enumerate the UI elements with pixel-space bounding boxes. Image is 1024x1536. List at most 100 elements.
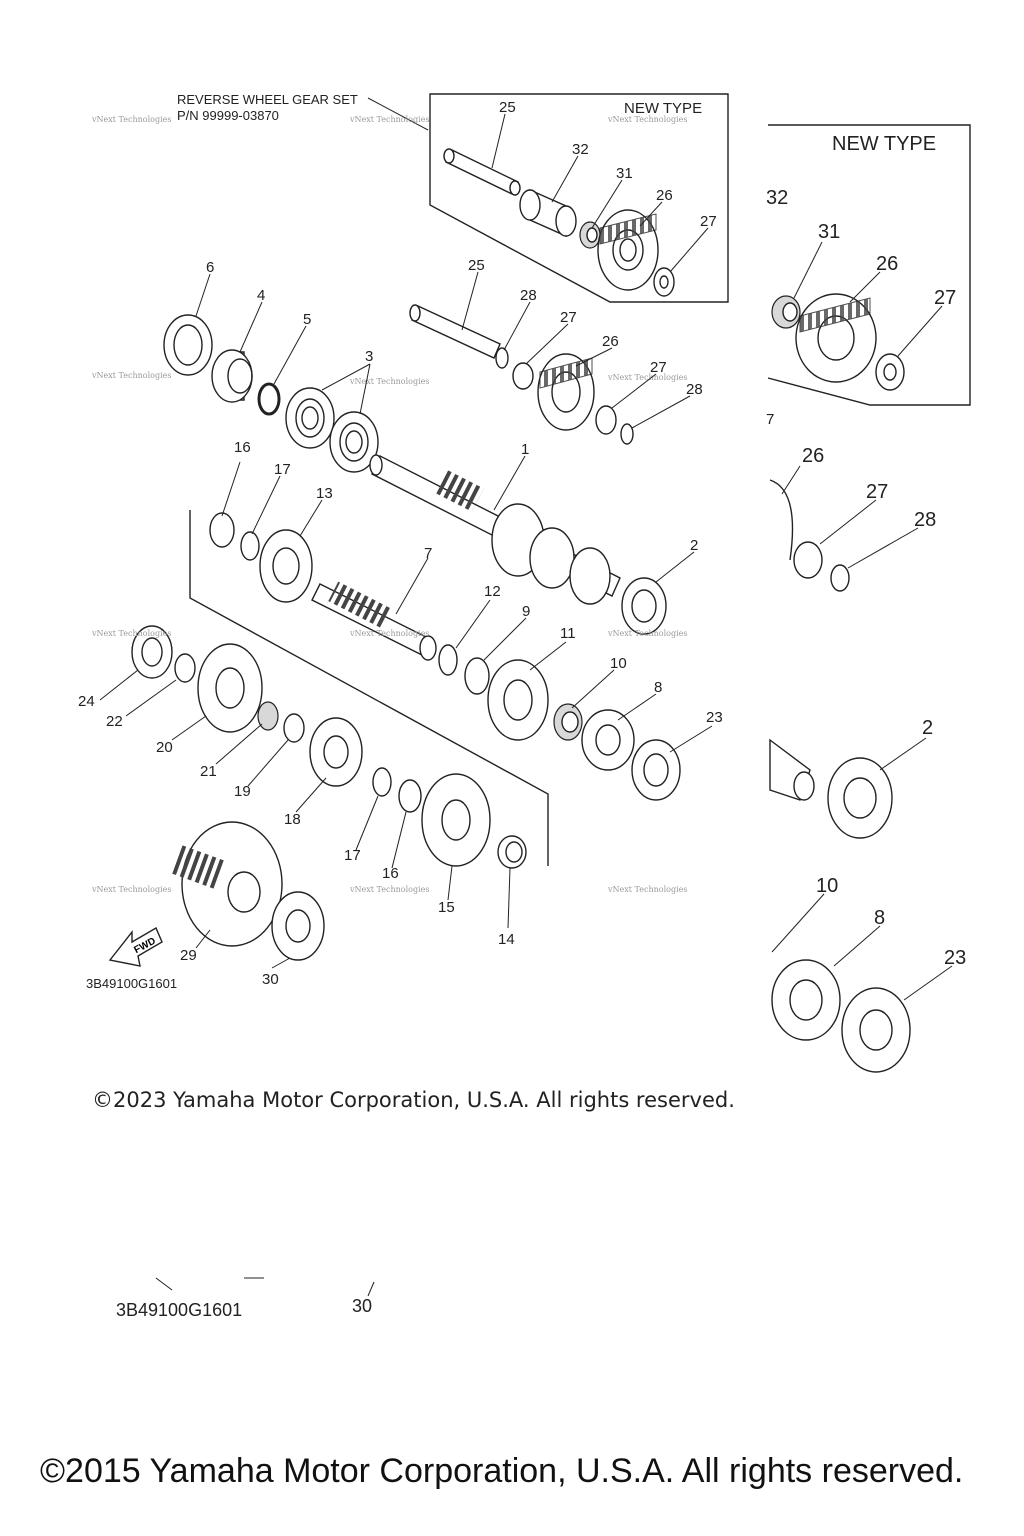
callout-27b: 27 <box>560 309 577 326</box>
oil-seal-6 <box>163 314 213 376</box>
callout-8: 8 <box>654 679 662 696</box>
bushing-14 <box>497 835 527 869</box>
callout-7: 7 <box>424 545 432 562</box>
callout-27: 27 <box>700 213 717 230</box>
drive-axle-group-outline <box>189 510 549 866</box>
svg-text:vNext Technologies: vNext Technologies <box>607 629 687 638</box>
zoom-washer-27 <box>875 353 905 391</box>
callout-16: 16 <box>234 439 251 456</box>
circlip-16b <box>398 779 422 813</box>
needle-bearing-10 <box>553 703 583 741</box>
svg-text:vNext Technologies: vNext Technologies <box>607 885 687 894</box>
zoom-callout-27b: 27 <box>866 481 888 503</box>
callout-28b: 28 <box>686 381 703 398</box>
callout-23: 23 <box>706 709 723 726</box>
bearing-24 <box>131 625 173 679</box>
copyright-2015: ©2015 Yamaha Motor Corporation, U.S.A. A… <box>40 1452 964 1490</box>
svg-text:vNext Technologies: vNext Technologies <box>91 371 171 380</box>
circlip-17a <box>240 531 260 561</box>
main-axle-1 <box>369 454 621 605</box>
zoom-callout-31: 31 <box>818 221 840 243</box>
gear-26 <box>537 353 595 431</box>
callout-26: 26 <box>656 187 673 204</box>
zoom-dog-hub-8 <box>771 959 841 1041</box>
zoom-gear-26 <box>795 293 877 383</box>
callout-25b: 25 <box>468 257 485 274</box>
bearing-3b <box>329 411 379 473</box>
forward-arrow-icon: FWD <box>108 926 163 967</box>
bushing-21 <box>257 701 279 731</box>
callout-31: 31 <box>616 165 633 182</box>
dog-clutch-18 <box>309 717 363 787</box>
circlip-16a <box>209 512 235 548</box>
washer-22 <box>174 653 196 683</box>
callout-labels: 25 32 31 26 27 6 4 5 3 25 28 27 26 27 28… <box>78 99 723 988</box>
callout-30: 30 <box>262 971 279 988</box>
svg-text:vNext Technologies: vNext Technologies <box>349 629 429 638</box>
bearing-2 <box>621 577 667 635</box>
lower-fragment-mark <box>155 1277 173 1291</box>
zoom-axle-end <box>769 738 815 801</box>
inset-bearing-31 <box>579 221 601 249</box>
zoom-new-type-label: NEW TYPE <box>832 133 936 155</box>
gear-set-name: REVERSE WHEEL GEAR SET <box>177 92 358 107</box>
washer-27a <box>512 362 534 390</box>
reverse-gear-29 <box>172 821 283 947</box>
callout-32: 32 <box>572 141 589 158</box>
svg-text:vNext Technologies: vNext Technologies <box>349 885 429 894</box>
bearing-3a <box>285 387 335 449</box>
circlip-17b <box>372 767 392 797</box>
zoom-washer-27-b <box>793 541 823 579</box>
callout-25: 25 <box>499 99 516 116</box>
leader-lines <box>99 113 953 1001</box>
zoom-callout-7: 7 <box>766 411 774 428</box>
shaft-25 <box>409 304 501 359</box>
svg-text:vNext Technologies: vNext Technologies <box>91 115 171 124</box>
zoom-callout-2: 2 <box>922 717 933 739</box>
inset-shaft-25 <box>443 148 521 196</box>
washer-19 <box>283 713 305 743</box>
zoom-gear-26-b <box>769 479 794 561</box>
svg-text:vNext Technologies: vNext Technologies <box>607 373 687 382</box>
callout-27c: 27 <box>650 359 667 376</box>
fwd-label: FWD <box>132 936 157 956</box>
inset-gear-26 <box>597 209 659 291</box>
gear-20 <box>197 643 263 733</box>
diagram-code-lower: 3B49100G1601 <box>116 1300 243 1320</box>
callout-3: 3 <box>365 348 373 365</box>
zoom-callout-labels: 32 31 26 27 7 26 27 28 2 10 8 23 <box>766 187 966 969</box>
callout-18: 18 <box>284 811 301 828</box>
gear-13 <box>259 529 313 603</box>
zoom-callout-10: 10 <box>816 875 838 897</box>
callout-12: 12 <box>484 583 501 600</box>
bearing-4 <box>211 349 253 403</box>
callout-10: 10 <box>610 655 627 672</box>
copyright-2023: ©2023 Yamaha Motor Corporation, U.S.A. A… <box>92 1088 735 1112</box>
callout-11: 11 <box>560 625 576 642</box>
circlip-28b <box>620 423 634 445</box>
circlip-12 <box>438 644 458 676</box>
zoom-callout-28: 28 <box>914 509 936 531</box>
callout-9: 9 <box>522 603 530 620</box>
zoom-bearing-2 <box>827 757 893 839</box>
callout-5: 5 <box>303 311 311 328</box>
callout-16b: 16 <box>382 865 399 882</box>
diagram-code: 3B49100G1601 <box>86 976 177 991</box>
callout-28: 28 <box>520 287 537 304</box>
drive-axle-7 <box>311 581 437 661</box>
callout-15: 15 <box>438 899 455 916</box>
zoom-callout-27: 27 <box>934 287 956 309</box>
gear-11 <box>487 659 549 741</box>
svg-text:vNext Technologies: vNext Technologies <box>607 115 687 124</box>
inset-washer-27 <box>653 267 675 297</box>
callout-6: 6 <box>206 259 214 276</box>
callout-20: 20 <box>156 739 173 756</box>
callout-29: 29 <box>180 947 197 964</box>
zoom-callout-32: 32 <box>766 187 788 209</box>
zoom-bearing-23 <box>841 987 911 1073</box>
zoom-callout-26: 26 <box>876 253 898 275</box>
o-ring-5 <box>257 382 281 416</box>
dog-hub-8 <box>581 709 635 771</box>
bearing-23 <box>631 739 681 801</box>
callout-19: 19 <box>234 783 251 800</box>
